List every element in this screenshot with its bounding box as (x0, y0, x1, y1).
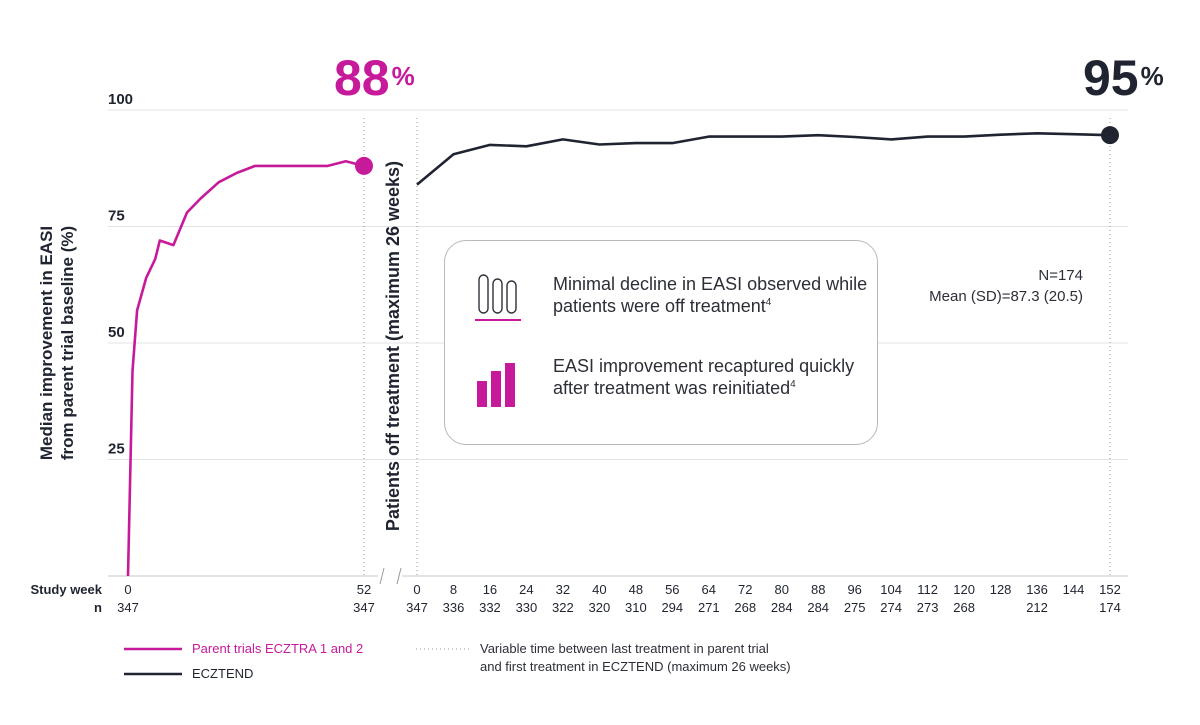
x-tick-week-96: 96 (847, 582, 861, 597)
ecztend-final-value: 95% (1083, 53, 1164, 103)
sample-size: N=174 (1038, 267, 1083, 284)
parent-final-value: 88% (334, 53, 415, 103)
x-tick-week-80: 80 (775, 582, 789, 597)
x-tick-n-8: 336 (443, 600, 465, 615)
parent-final-unit: % (391, 61, 415, 91)
x-tick-week-72: 72 (738, 582, 752, 597)
off-treatment-label: Patients off treatment (maximum 26 weeks… (383, 161, 403, 531)
x-tick-n-112: 273 (917, 600, 939, 615)
x-tick-week-24: 24 (519, 582, 533, 597)
callout-item-recapture-label: EASI improvement recaptured quickly afte… (553, 356, 855, 398)
x-tick-n-16: 332 (479, 600, 501, 615)
x-tick-week-0: 0 (413, 582, 420, 597)
x-tick-week-16: 16 (483, 582, 497, 597)
legend-ecztend-label: ECZTEND (192, 666, 254, 681)
x-tick-week-112: 112 (917, 582, 938, 597)
x-tick-week-120: 120 (953, 582, 975, 597)
ecztend-final-number: 95 (1083, 50, 1139, 106)
x-tick-n-40: 320 (589, 600, 611, 615)
legend-gap-swatch (416, 648, 470, 650)
bars-outline-icon (475, 274, 521, 321)
x-tick-n-136: 212 (1026, 600, 1048, 615)
x-tick-n-96: 275 (844, 600, 866, 615)
x-tick-n-104: 274 (880, 600, 902, 615)
series-end-marker-parent (355, 156, 373, 175)
x-tick-week-48: 48 (629, 582, 643, 597)
parent-final-number: 88 (334, 50, 390, 106)
x-tick-n-24: 330 (516, 600, 538, 615)
x-tick-week-104: 104 (880, 582, 902, 597)
x-tick-n-48: 310 (625, 600, 647, 615)
y-axis-title-line1: Median improvement in EASI (37, 226, 56, 460)
legend-gap-line1: Variable time between last treatment in … (480, 641, 769, 656)
series-end-marker-ecztend (1101, 126, 1119, 145)
x-tick-week-8: 8 (450, 582, 457, 597)
x-tick-week-144: 144 (1063, 582, 1085, 597)
callout-item-decline-ref: 4 (765, 297, 772, 308)
bars-rising-icon (477, 363, 515, 407)
x-tick-n-72: 268 (734, 600, 756, 615)
y-tick-label-75: 75 (108, 208, 125, 225)
y-tick-label-50: 50 (108, 324, 125, 341)
x-tick-n-0: 347 (117, 600, 139, 615)
x-tick-week-88: 88 (811, 582, 825, 597)
n-row-label: n (94, 600, 102, 615)
x-tick-n-64: 271 (698, 600, 720, 615)
callout-item-recapture-ref: 4 (790, 379, 796, 390)
x-tick-week-40: 40 (592, 582, 606, 597)
axis-break-mark-2 (396, 567, 402, 585)
summary-stats: N=174 Mean (SD)=87.3 (20.5) (929, 265, 1083, 307)
callout-item-decline: Minimal decline in EASI observed while p… (473, 273, 867, 329)
x-tick-week-136: 136 (1026, 582, 1048, 597)
mean-sd: Mean (SD)=87.3 (20.5) (929, 288, 1083, 305)
x-tick-n-32: 322 (552, 600, 574, 615)
series-line-parent (126, 160, 365, 577)
x-tick-week-56: 56 (665, 582, 679, 597)
callout-item-recapture-text: EASI improvement recaptured quickly afte… (553, 355, 873, 399)
ecztend-final-unit: % (1140, 61, 1164, 91)
x-tick-n-80: 284 (771, 600, 793, 615)
x-tick-n-152: 174 (1099, 600, 1121, 615)
key-findings-callout: Minimal decline in EASI observed while p… (444, 240, 878, 445)
legend-parent-label: Parent trials ECZTRA 1 and 2 (192, 641, 364, 656)
x-tick-n-120: 268 (953, 600, 975, 615)
callout-item-decline-label: Minimal decline in EASI observed while p… (553, 274, 868, 316)
x-tick-week-52: 52 (357, 582, 371, 597)
x-tick-n-56: 294 (661, 600, 683, 615)
series-line-ecztend (416, 132, 1111, 186)
y-tick-label-100: 100 (108, 91, 133, 108)
x-tick-week-0: 0 (124, 582, 131, 597)
x-tick-week-64: 64 (702, 582, 716, 597)
axis-break-mark-1 (379, 567, 385, 585)
legend-gap-line2: and first treatment in ECZTEND (maximum … (480, 659, 791, 674)
legend-gap-label: Variable time between last treatment in … (480, 640, 791, 676)
callout-item-recapture: EASI improvement recaptured quickly afte… (473, 355, 854, 411)
study-week-row-label: Study week (30, 582, 102, 597)
y-axis-title-line2: from parent trial baseline (%) (58, 226, 77, 460)
callout-item-decline-text: Minimal decline in EASI observed while p… (553, 273, 873, 317)
legend-swatches (124, 647, 182, 676)
x-tick-week-152: 152 (1099, 582, 1121, 597)
x-tick-week-128: 128 (990, 582, 1012, 597)
x-tick-n-0: 347 (406, 600, 428, 615)
x-tick-n-88: 284 (807, 600, 829, 615)
x-tick-week-32: 32 (556, 582, 570, 597)
x-tick-n-52: 347 (353, 600, 375, 615)
y-tick-label-25: 25 (108, 441, 125, 458)
